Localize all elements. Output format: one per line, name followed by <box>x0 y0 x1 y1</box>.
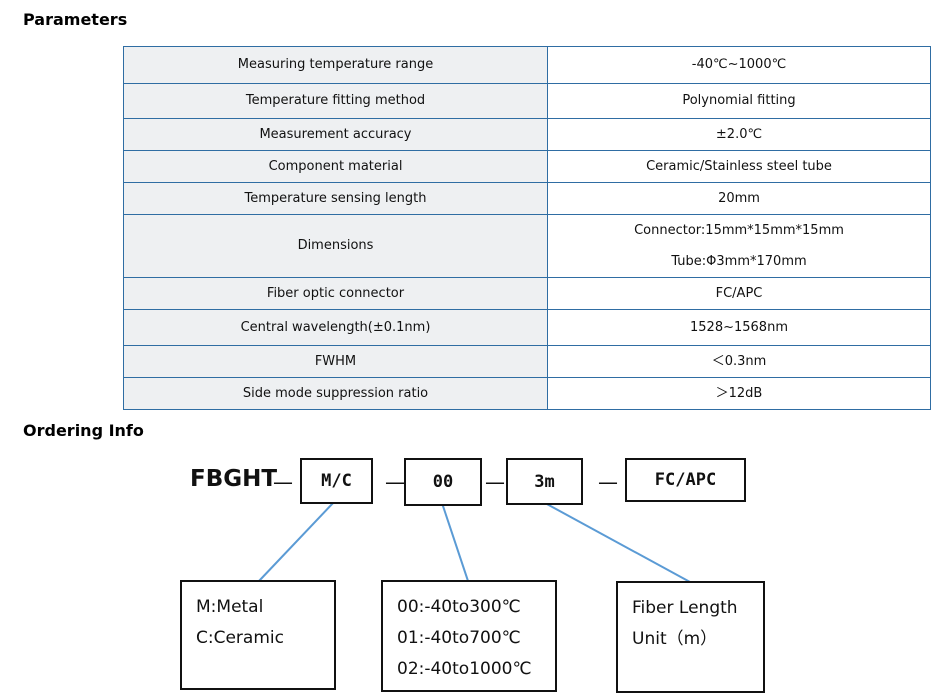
model-prefix: FBGHT <box>190 466 278 492</box>
code-box-range: 00 <box>404 458 482 506</box>
connector-line-range <box>441 502 469 582</box>
parameter-row: Side mode suppression ratio ＞12dB <box>123 377 931 410</box>
parameters-table: Measuring temperature range -40℃~1000℃ Tem… <box>123 46 931 410</box>
parameter-value-line: ±2.0℃ <box>715 126 763 142</box>
material-description-box: M:Metal C:Ceramic <box>180 580 336 690</box>
parameter-label: FWHM <box>123 345 548 378</box>
parameter-label: Central wavelength(±0.1nm) <box>123 309 548 346</box>
parameter-row: Temperature fitting method Polynomial fit… <box>123 83 931 119</box>
connector-line-material <box>258 501 335 582</box>
parameter-row: Measuring temperature range -40℃~1000℃ <box>123 46 931 84</box>
parameter-value: -40℃~1000℃ <box>547 46 931 84</box>
parameter-label: Measuring temperature range <box>123 46 548 84</box>
parameter-value-line: ＜0.3nm <box>711 353 767 369</box>
code-box-length: 3m <box>506 458 583 505</box>
parameters-heading: Parameters <box>23 10 128 29</box>
parameter-value-line: Polynomial fitting <box>682 93 796 108</box>
parameter-label: Temperature fitting method <box>123 83 548 119</box>
code-box-material: M/C <box>300 458 373 504</box>
length-description-box: Fiber Length Unit（m） <box>616 581 765 693</box>
parameter-value-line: -40℃~1000℃ <box>691 57 787 72</box>
parameter-label: Fiber optic connector <box>123 277 548 310</box>
parameter-label: Measurement accuracy <box>123 118 548 151</box>
parameter-value: ＞12dB <box>547 377 931 410</box>
parameter-label: Temperature sensing length <box>123 182 548 215</box>
parameter-value-line: Tube:Φ3mm*170mm <box>671 253 807 269</box>
parameter-value-line: 20mm <box>718 190 760 206</box>
ordering-info-heading: Ordering Info <box>23 421 144 440</box>
separator-dash: — <box>485 470 505 494</box>
parameter-value-line: FC/APC <box>715 285 763 301</box>
description-line: Fiber Length <box>632 598 738 618</box>
code-box-connector: FC/APC <box>625 458 746 502</box>
parameter-value-line: ＞12dB <box>715 385 763 401</box>
parameter-value: Ceramic/Stainless steel tube <box>547 150 931 183</box>
separator-dash: — <box>273 470 293 494</box>
description-line: 00:-40to300℃ <box>397 597 521 617</box>
parameter-row: Temperature sensing length 20mm <box>123 182 931 215</box>
description-line: C:Ceramic <box>196 628 284 648</box>
parameter-value: ＜0.3nm <box>547 345 931 378</box>
range-description-box: 00:-40to300℃ 01:-40to700℃ 02:-40to1000℃ <box>381 580 557 692</box>
parameter-label: Component material <box>123 150 548 183</box>
separator-dash: — <box>598 470 618 494</box>
parameter-row: Component material Ceramic/Stainless stee… <box>123 150 931 183</box>
description-line: 02:-40to1000℃ <box>397 659 532 679</box>
description-line: M:Metal <box>196 597 264 617</box>
parameter-row: FWHM ＜0.3nm <box>123 345 931 378</box>
connector-line-length <box>544 502 691 583</box>
parameter-value-line: 1528~1568nm <box>690 319 788 335</box>
description-line: Unit（m） <box>632 629 718 649</box>
parameter-value: Polynomial fitting <box>547 83 931 119</box>
description-line: 01:-40to700℃ <box>397 628 521 648</box>
parameter-value: 20mm <box>547 182 931 215</box>
parameter-label: Dimensions <box>123 214 548 278</box>
parameter-row: Fiber optic connector FC/APC <box>123 277 931 310</box>
parameter-label: Side mode suppression ratio <box>123 377 548 410</box>
separator-dash: — <box>385 470 405 494</box>
parameter-value: FC/APC <box>547 277 931 310</box>
parameter-value-line: Ceramic/Stainless steel tube <box>646 158 832 174</box>
parameter-value-line: Connector:15mm*15mm*15mm <box>634 222 844 238</box>
